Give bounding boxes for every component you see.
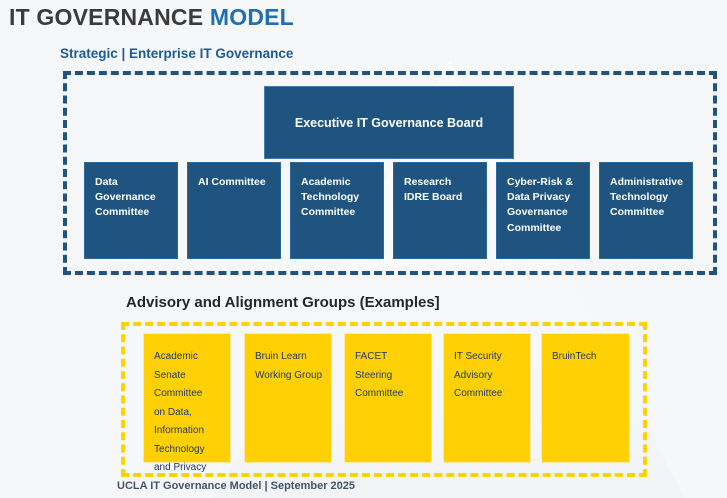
advisory-dashed-frame <box>121 322 647 477</box>
group-box-it-security-advisory: IT Security Advisory Committee <box>443 333 531 463</box>
committee-box-cyber-risk-data-privacy: Cyber-Risk & Data Privacy Governance Com… <box>496 162 590 259</box>
strategic-dashed-frame <box>63 71 717 275</box>
group-box-bruin-learn: Bruin Learn Working Group <box>244 333 332 463</box>
strategic-section-label: Strategic | Enterprise IT Governance <box>60 46 294 61</box>
page-title-accent: MODEL <box>209 4 294 30</box>
committee-box-ai: AI Committee <box>187 162 281 259</box>
executive-it-governance-board-box: Executive IT Governance Board <box>264 86 514 159</box>
committee-box-academic-technology: Academic Technology Committee <box>290 162 384 259</box>
committee-box-research-idre: Research IDRE Board <box>393 162 487 259</box>
group-box-academic-senate: Academic Senate Committee on Data, Infor… <box>143 333 231 473</box>
footer-caption: UCLA IT Governance Model | September 202… <box>117 480 356 492</box>
committee-box-data-governance: Data Governance Committee <box>84 162 178 259</box>
group-box-bruintech: BruinTech <box>541 333 630 463</box>
page-title: IT GOVERNANCE MODEL <box>9 4 294 31</box>
advisory-section-heading: Advisory and Alignment Groups (Examples] <box>126 294 440 311</box>
page-title-primary: IT GOVERNANCE <box>9 4 210 30</box>
committee-box-administrative-technology: Administrative Technology Committee <box>599 162 693 259</box>
group-box-facet-steering: FACET Steering Committee <box>344 333 432 463</box>
